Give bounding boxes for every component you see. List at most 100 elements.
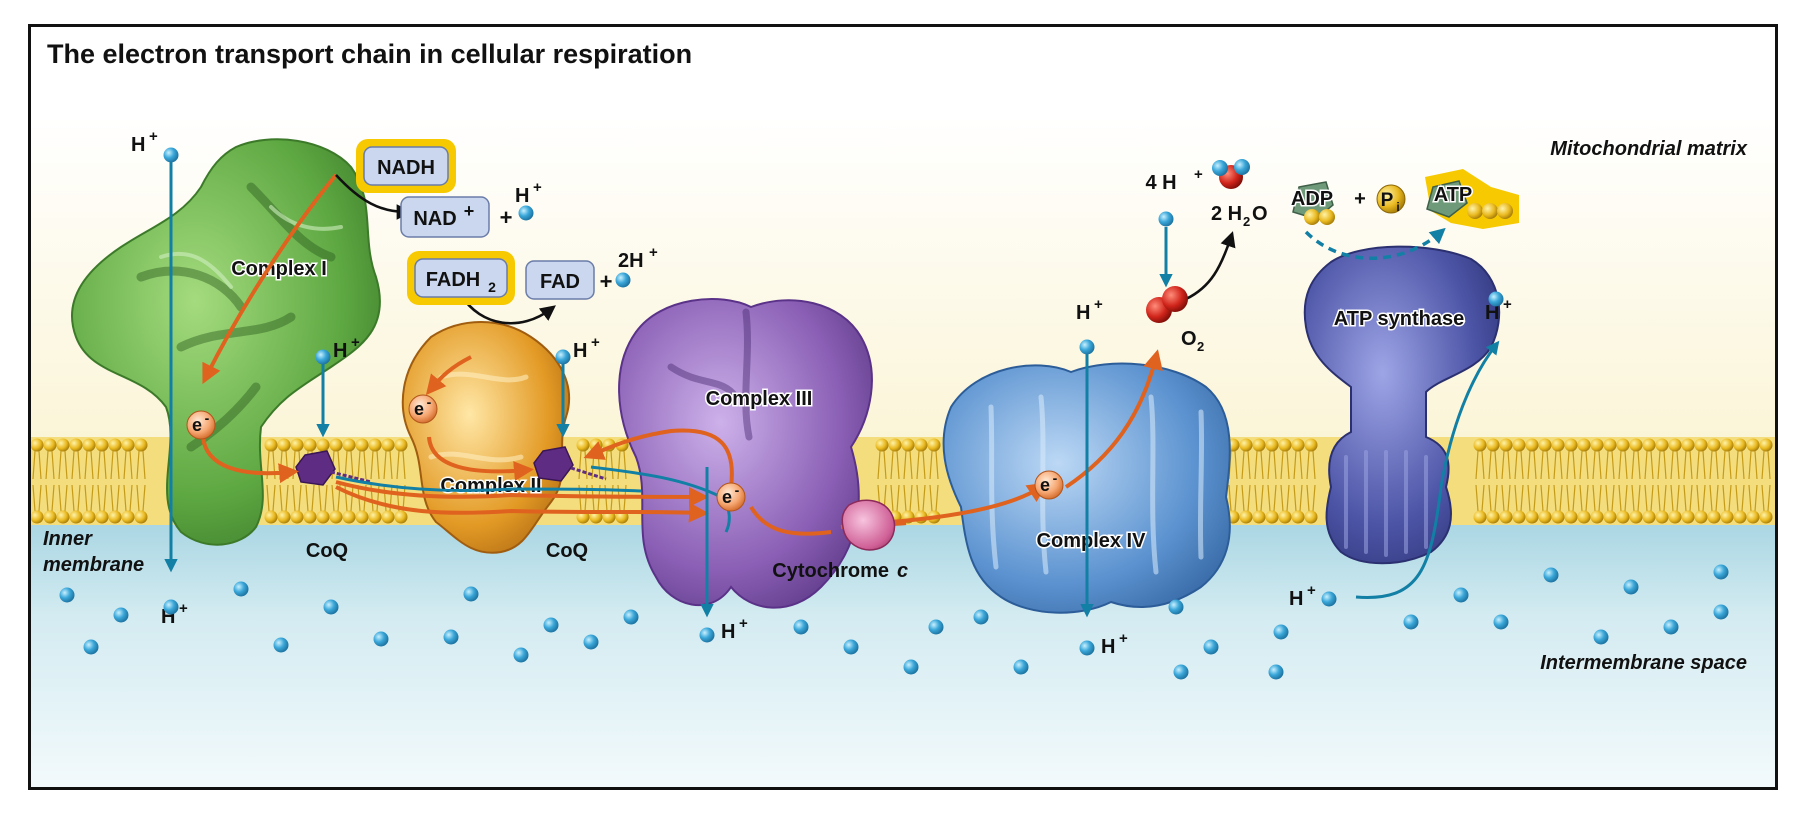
lipid-tail: [97, 450, 107, 512]
lipid-head: [1603, 510, 1617, 524]
o2-subscript: 2: [1197, 339, 1204, 354]
h-charge: +: [1503, 296, 1512, 313]
water-subscript: 2: [1243, 214, 1250, 229]
proton: [1273, 624, 1289, 640]
lipid-head: [1473, 438, 1487, 452]
proton: [1168, 599, 1184, 615]
h-label: H: [515, 185, 529, 207]
proton: [443, 629, 459, 645]
proton: [615, 272, 631, 288]
lipid-head: [875, 438, 889, 452]
lipid-tail: [58, 450, 68, 512]
lipid-head: [342, 438, 356, 452]
lipid-tail: [344, 450, 354, 512]
proton: [843, 639, 859, 655]
lipid-tail: [929, 450, 939, 512]
proton: [623, 609, 639, 625]
inner-membrane: [31, 437, 1775, 525]
lipid-head: [134, 510, 148, 524]
proton: [1079, 640, 1095, 656]
lipid-head: [108, 438, 122, 452]
lipid-head: [264, 510, 278, 524]
fadh2-label: FADH: [426, 269, 480, 291]
plus-sign-pi: +: [1354, 188, 1366, 210]
lipid-tail: [916, 450, 926, 512]
lipid-tail: [1501, 450, 1511, 512]
lipid-head: [355, 438, 369, 452]
lipid-head: [1265, 510, 1279, 524]
lipid-tail: [84, 450, 94, 512]
lipid-head: [1499, 510, 1513, 524]
h-label: H: [1076, 302, 1090, 324]
lipid-head: [1707, 510, 1721, 524]
water-label-suffix: O: [1252, 203, 1268, 225]
lipid-tail: [1722, 450, 1732, 512]
proton: [699, 627, 715, 643]
atp-synthase: ATP synthase: [1303, 245, 1501, 565]
lipid-head: [1668, 438, 1682, 452]
lipid-head: [1681, 438, 1695, 452]
lipid-head: [329, 510, 343, 524]
water-molecule: 2 H 2 O: [1211, 159, 1268, 229]
lipid-head: [316, 438, 330, 452]
proton: [59, 587, 75, 603]
proton: [973, 609, 989, 625]
lipid-tail: [1631, 450, 1641, 512]
fad-label: FAD: [540, 271, 580, 293]
proton: [928, 619, 944, 635]
proton: [1713, 604, 1729, 620]
h-charge: +: [533, 179, 542, 196]
h-label: H: [1101, 636, 1115, 658]
lipid-head: [1681, 510, 1695, 524]
lipid-head: [381, 510, 395, 524]
electron: e-: [408, 394, 438, 424]
nadh-box: NADH: [356, 139, 456, 193]
atp-molecule: ATP: [1425, 169, 1519, 229]
phosphorylation-arrow: [1304, 227, 1446, 260]
lipid-head: [1486, 510, 1500, 524]
electron-charge: -: [735, 482, 740, 498]
lipid-head: [56, 438, 70, 452]
lipid-head: [1759, 438, 1773, 452]
lipid-head: [1642, 438, 1656, 452]
proton: [163, 147, 179, 163]
lipid-tail: [383, 450, 393, 512]
lipid-head: [901, 438, 915, 452]
proton: [518, 205, 534, 221]
lipid-head: [576, 438, 590, 452]
lipid-tail: [32, 450, 42, 512]
lipid-tail: [1241, 450, 1251, 512]
lipid-head: [394, 438, 408, 452]
lipid-head: [1603, 438, 1617, 452]
proton-dots: [59, 147, 1729, 680]
lipid-head: [888, 438, 902, 452]
proton-labels: H + H + 2H + H + H + H + H + H + H + H +…: [131, 128, 1512, 658]
proton: [233, 581, 249, 597]
lipid-head: [1278, 510, 1292, 524]
h-charge: +: [149, 128, 158, 145]
lipid-head: [1538, 510, 1552, 524]
lipid-head: [82, 510, 96, 524]
electron-charge: -: [1053, 470, 1058, 486]
lipid-head: [82, 438, 96, 452]
lipid-head: [1733, 438, 1747, 452]
lipid-head: [290, 438, 304, 452]
lipid-head: [1590, 438, 1604, 452]
electron-label: e: [722, 487, 732, 507]
lipid-head: [264, 438, 278, 452]
lipid-tail: [1540, 450, 1550, 512]
fadh2-box: FADH 2: [407, 251, 515, 305]
lipid-tail: [1579, 450, 1589, 512]
lipid-head: [368, 510, 382, 524]
h-charge: +: [351, 334, 360, 351]
coq-right: CoQ: [533, 446, 607, 562]
lipid-tail: [45, 450, 55, 512]
lipid-head: [1590, 510, 1604, 524]
lipid-head: [1720, 510, 1734, 524]
lipid-tail: [370, 450, 380, 512]
lipid-head: [927, 438, 941, 452]
lipid-head: [121, 438, 135, 452]
proton: [1543, 567, 1559, 583]
phosphate-label: P: [1381, 190, 1394, 211]
lipid-tail: [1254, 450, 1264, 512]
